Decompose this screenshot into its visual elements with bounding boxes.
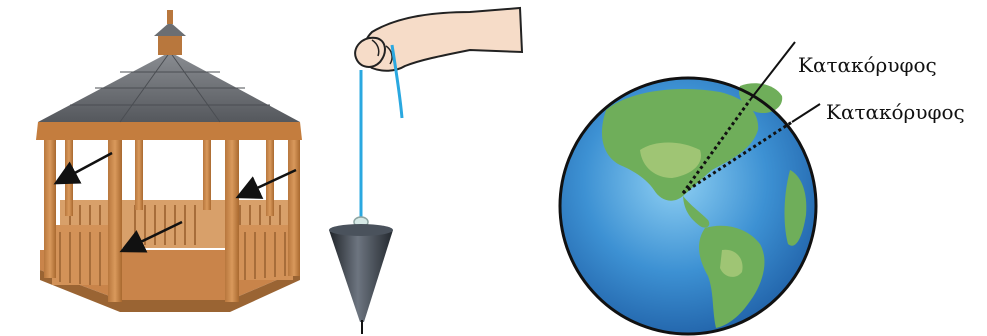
vertical-line-2-solid bbox=[792, 104, 820, 122]
gazebo-cupola bbox=[158, 35, 182, 55]
label-vertical-1: Κατακόρυφος bbox=[798, 53, 937, 77]
hand-icon bbox=[364, 8, 522, 71]
fingers-icon bbox=[355, 38, 385, 67]
gazebo-roof bbox=[38, 52, 300, 122]
plumb-bob-top bbox=[329, 224, 393, 236]
gazebo-illustration bbox=[36, 10, 302, 312]
earth-globe-illustration: Κατακόρυφος Κατακόρυφος bbox=[560, 42, 965, 334]
gazebo-beam bbox=[36, 122, 302, 140]
plumb-bob-illustration bbox=[329, 8, 522, 334]
plumb-bob bbox=[329, 230, 393, 322]
gazebo-cupola-roof bbox=[154, 22, 186, 36]
gazebo-finial bbox=[167, 10, 173, 24]
label-vertical-2: Κατακόρυφος bbox=[826, 100, 965, 124]
